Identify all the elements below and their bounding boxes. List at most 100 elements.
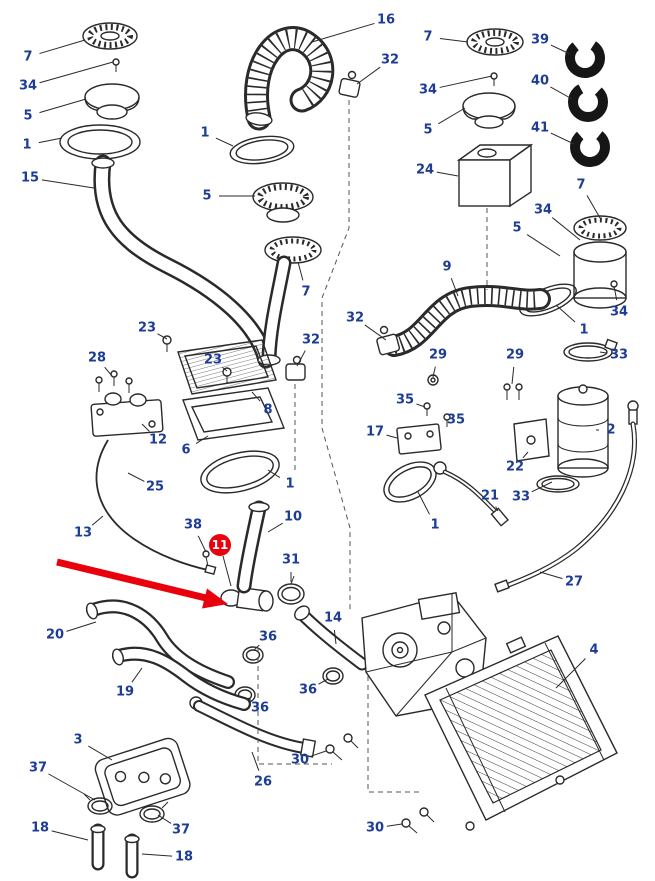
leader-line-34-27 xyxy=(613,285,618,301)
gasket-plate-3 xyxy=(94,737,191,816)
part-label-33-29: 33 xyxy=(610,348,628,363)
mounting-bracket-17 xyxy=(396,374,451,455)
part-label-33-39: 33 xyxy=(512,490,530,505)
leader-line-5-2 xyxy=(39,98,87,114)
lower-radiator-hose xyxy=(91,154,275,369)
leader-line-19-54 xyxy=(131,667,143,683)
part-label-8-13: 8 xyxy=(263,403,272,418)
bolt-30a xyxy=(325,733,359,761)
leader-line-37-56 xyxy=(48,773,96,801)
part-label-1-7: 1 xyxy=(200,126,209,141)
leader-line-41-21 xyxy=(550,132,575,145)
part-label-19-54: 19 xyxy=(116,685,134,700)
engine-block xyxy=(361,592,487,717)
part-label-5-8: 5 xyxy=(202,189,211,204)
part-label-22-37: 22 xyxy=(506,460,524,475)
screws-29b xyxy=(503,383,523,400)
leader-line-35-33 xyxy=(416,403,426,408)
leader-line-12-43 xyxy=(141,423,150,432)
part-label-3-55: 3 xyxy=(73,733,82,748)
heater-hose-19 xyxy=(112,646,251,711)
part-label-18-57: 18 xyxy=(31,821,49,836)
part-label-30-61: 30 xyxy=(291,753,309,768)
part-label-7-9: 7 xyxy=(301,285,310,300)
leader-line-36-51 xyxy=(318,678,329,685)
part-label-36-50: 36 xyxy=(259,630,277,645)
part-label-13-45: 13 xyxy=(74,526,92,541)
hose-clamp-36a xyxy=(242,646,264,664)
part-label-37-56: 37 xyxy=(29,761,47,776)
part-label-17-35: 17 xyxy=(366,425,384,440)
leader-line-28-42 xyxy=(104,366,113,377)
leader-line-20-53 xyxy=(66,621,97,632)
leader-line-1-40 xyxy=(417,491,430,515)
part-label-32-30: 32 xyxy=(346,311,364,326)
part-label-5-18: 5 xyxy=(423,123,432,138)
leader-line-30-62 xyxy=(386,823,403,827)
bolt-30b xyxy=(401,807,435,834)
part-label-34-1: 34 xyxy=(19,79,37,94)
leader-line-32-30 xyxy=(364,324,387,341)
leader-line-34-1 xyxy=(39,61,114,84)
part-label-39-19: 39 xyxy=(531,33,549,48)
highlight-badge xyxy=(209,534,231,556)
part-label-1-15: 1 xyxy=(285,477,294,492)
leader-line-7-9 xyxy=(297,261,304,281)
heat-shield-plate xyxy=(177,339,277,395)
part-label-14-49: 14 xyxy=(324,611,342,626)
leader-line-18-59 xyxy=(141,853,173,857)
part-label-7-23: 7 xyxy=(576,178,585,193)
upper-radiator-hose xyxy=(383,284,551,357)
part-label-25-44: 25 xyxy=(146,480,164,495)
leader-line-5-25 xyxy=(526,234,561,257)
leader-line-40-20 xyxy=(550,86,573,100)
highlight-part-label: 11 xyxy=(212,538,229,552)
part-label-36-52: 36 xyxy=(251,701,269,716)
hose-clamp-33a xyxy=(563,338,618,362)
leader-line-6-14 xyxy=(195,435,209,444)
leader-line-1-3 xyxy=(38,137,63,144)
part-label-10-47: 10 xyxy=(284,510,302,525)
part-label-29-32: 29 xyxy=(506,348,524,363)
part-label-34-24: 34 xyxy=(534,203,552,218)
leader-line-7-23 xyxy=(586,195,601,219)
part-label-35-33: 35 xyxy=(396,393,414,408)
part-label-30-62: 30 xyxy=(366,821,384,836)
part-label-28-42: 28 xyxy=(88,351,106,366)
part-label-7-16: 7 xyxy=(423,30,432,45)
leader-line-36-50 xyxy=(253,644,260,651)
leader-line-7-16 xyxy=(439,37,469,43)
part-label-40-20: 40 xyxy=(531,74,549,89)
alignment-dashes xyxy=(257,100,488,793)
part-label-35-34: 35 xyxy=(447,413,465,428)
hose-clamp-32a xyxy=(338,70,361,98)
part-label-5-25: 5 xyxy=(512,221,521,236)
hose-clamp-32c xyxy=(376,325,401,356)
water-pipe-14 xyxy=(294,605,369,671)
leader-line-34-24 xyxy=(552,217,581,241)
part-label-37-58: 37 xyxy=(172,823,190,838)
shield-tray xyxy=(182,387,285,441)
part-label-1-40: 1 xyxy=(430,518,439,533)
highlighted-part-label: 11 xyxy=(209,534,232,587)
part-label-12-43: 12 xyxy=(149,433,167,448)
part-label-15-4: 15 xyxy=(21,171,39,186)
leader-line-23-10 xyxy=(157,333,168,340)
leader-line-15-4 xyxy=(41,179,95,189)
leader-line-24-22 xyxy=(436,171,459,177)
air-cleaner-assembly xyxy=(573,215,627,309)
hose-clamp-32b xyxy=(285,355,306,381)
expansion-tank-cap-assembly xyxy=(462,28,524,129)
part-label-26-60: 26 xyxy=(254,775,272,790)
oil-cooler-hose-26 xyxy=(189,696,317,758)
expansion-tank-box xyxy=(456,143,534,208)
leader-line-18-57 xyxy=(51,830,89,841)
hose-clamp-37b xyxy=(139,801,169,823)
leader-line-36-52 xyxy=(247,697,252,701)
bypass-hose-10 xyxy=(236,500,270,594)
leader-line-32-12 xyxy=(296,350,306,367)
leader-line-23-11 xyxy=(222,367,228,372)
part-label-4-63: 4 xyxy=(589,643,598,658)
leader-line-highlight xyxy=(222,555,232,587)
